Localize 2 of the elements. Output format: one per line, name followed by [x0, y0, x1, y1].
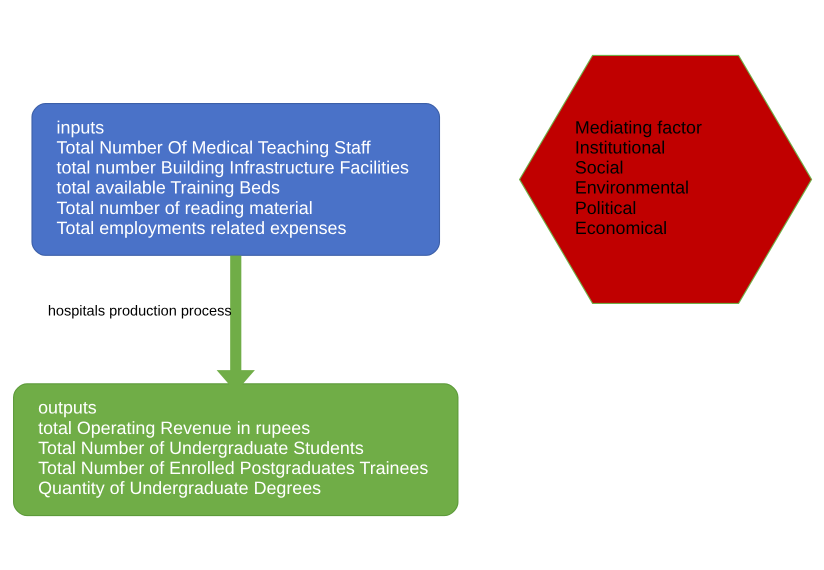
- node-box: outputs total Operating Revenue in rupees Total Number of Undergraduate Students Total Number of Enrolled Postgraduates Trainees Quantity of Undergraduate Degrees: [12, 382, 458, 516]
- node-box: inputs Total Number Of Medical Teaching Staff total number Building Infrastructure Facilities total available Training Beds Total number of reading material Total employments related expenses: [30, 102, 440, 256]
